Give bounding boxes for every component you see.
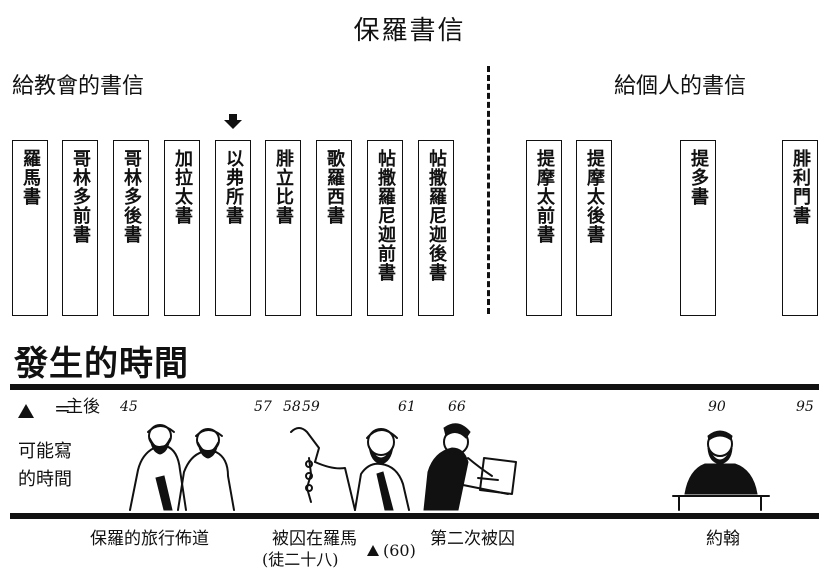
book-label: 帖撒羅尼迦前書 bbox=[375, 149, 396, 282]
book-1-corinthians: 哥林多前書 bbox=[62, 140, 98, 316]
book-philippians: 腓立比書 bbox=[265, 140, 301, 316]
triangle-icon bbox=[18, 404, 34, 418]
caption-rome-imprisonment: 被囚在羅馬 bbox=[272, 529, 357, 549]
year-tick: 95 bbox=[796, 399, 814, 415]
section-title-individuals: 給個人的書信 bbox=[614, 74, 747, 99]
writing-period-line: 可能寫 bbox=[18, 441, 72, 462]
year-tick: 59 bbox=[302, 399, 320, 415]
book-label: 加拉太書 bbox=[172, 149, 193, 225]
section-title-churches: 給教會的書信 bbox=[12, 74, 145, 99]
book-2-thessalonians: 帖撒羅尼迦後書 bbox=[418, 140, 454, 316]
book-label: 羅馬書 bbox=[20, 149, 41, 206]
main-title: 保羅書信 bbox=[353, 16, 466, 46]
paul-in-chains-illustration bbox=[290, 427, 410, 511]
arrow-down-icon-stem bbox=[229, 114, 237, 120]
book-label: 提多書 bbox=[688, 149, 709, 206]
book-label: 腓利門書 bbox=[790, 149, 811, 225]
book-label: 哥林多前書 bbox=[70, 149, 91, 244]
book-galatians: 加拉太書 bbox=[164, 140, 200, 316]
timeline-bottom-rule bbox=[10, 513, 819, 519]
year-tick: 57 bbox=[254, 399, 272, 415]
year-tick: 61 bbox=[398, 399, 416, 415]
triangle-icon bbox=[367, 545, 379, 556]
book-label: 歌羅西書 bbox=[324, 149, 345, 225]
year-tick: 66 bbox=[448, 399, 466, 415]
caption-acts-reference: (徒二十八) bbox=[262, 550, 339, 569]
caption-journeys: 保羅的旅行佈道 bbox=[90, 529, 209, 549]
era-label: 主後 bbox=[66, 397, 100, 417]
paul-writing-in-prison-illustration bbox=[423, 423, 517, 511]
book-1-thessalonians: 帖撒羅尼迦前書 bbox=[367, 140, 403, 316]
caption-john: 約翰 bbox=[706, 529, 740, 549]
book-2-corinthians: 哥林多後書 bbox=[113, 140, 149, 316]
book-label: 以弗所書 bbox=[223, 149, 244, 225]
book-ephesians: 以弗所書 bbox=[215, 140, 251, 316]
arrow-down-icon bbox=[224, 120, 242, 129]
book-titus: 提多書 bbox=[680, 140, 716, 316]
year-tick: 45 bbox=[120, 399, 138, 415]
paul-and-companion-illustration bbox=[129, 424, 235, 511]
john-illustration bbox=[672, 430, 770, 511]
book-philemon: 腓利門書 bbox=[782, 140, 818, 316]
book-label: 提摩太前書 bbox=[534, 149, 555, 244]
book-label: 帖撒羅尼迦後書 bbox=[426, 149, 447, 282]
book-romans: 羅馬書 bbox=[12, 140, 48, 316]
book-label: 腓立比書 bbox=[273, 149, 294, 225]
year-tick: 90 bbox=[708, 399, 726, 415]
book-label: 提摩太後書 bbox=[584, 149, 605, 244]
writing-period-label: 可能寫 的時間 bbox=[18, 438, 88, 494]
book-label: 哥林多後書 bbox=[121, 149, 142, 244]
section-divider bbox=[487, 66, 490, 314]
timeline-top-rule bbox=[10, 384, 819, 390]
book-2-timothy: 提摩太後書 bbox=[576, 140, 612, 316]
caption-second-imprisonment: 第二次被囚 bbox=[430, 529, 515, 549]
year-tick: 58 bbox=[283, 399, 301, 415]
book-colossians: 歌羅西書 bbox=[316, 140, 352, 316]
caption-year-60: (60) bbox=[383, 541, 416, 560]
book-1-timothy: 提摩太前書 bbox=[526, 140, 562, 316]
writing-period-line: 的時間 bbox=[18, 469, 72, 490]
timeline-heading: 發生的時間 bbox=[14, 344, 189, 384]
equals-sign: = bbox=[54, 396, 71, 420]
